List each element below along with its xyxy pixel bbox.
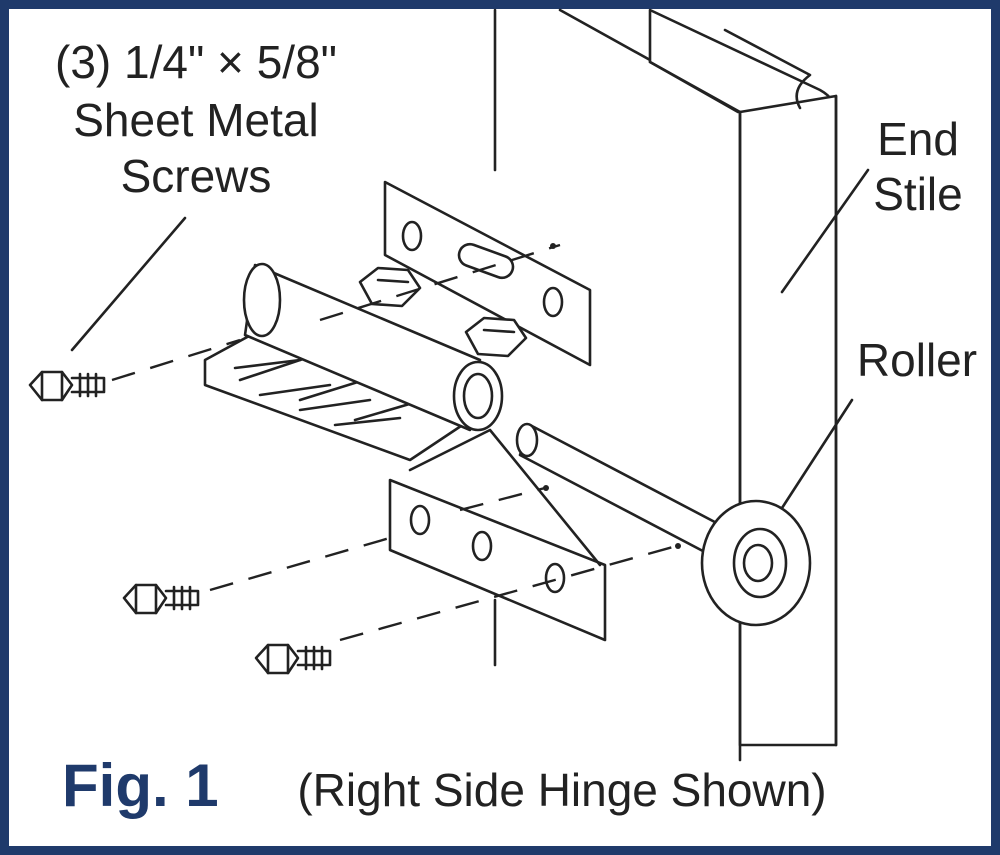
roller-leader-line [780, 398, 854, 510]
screws-label-line2: Sheet Metal [73, 94, 318, 146]
figure-label: Fig. 1 [62, 752, 219, 819]
screw-2 [122, 583, 200, 615]
hinge-knuckle [242, 262, 504, 432]
alignment-lines [111, 243, 681, 642]
end-stile [648, 8, 838, 762]
screws-label-line1: (3) 1/4" × 5/8" [55, 36, 337, 88]
end-stile-leader-line [780, 168, 870, 294]
screw-1 [28, 370, 106, 402]
caption: (Right Side Hinge Shown) [297, 764, 826, 816]
roller-bracket-plate [388, 428, 607, 642]
end-stile-label-line2: Stile [873, 168, 962, 220]
upper-hinge-leaf [383, 180, 592, 367]
screw-3 [254, 643, 332, 675]
hex-nut-upper [358, 266, 422, 308]
screws-label-line3: Screws [121, 150, 272, 202]
roller-label: Roller [857, 334, 977, 386]
hex-nut-lower [464, 316, 528, 358]
roller-wheel [700, 499, 812, 627]
roller-shaft [515, 422, 732, 562]
end-stile-label-line1: End [877, 113, 959, 165]
screws-leader-line [70, 216, 187, 352]
